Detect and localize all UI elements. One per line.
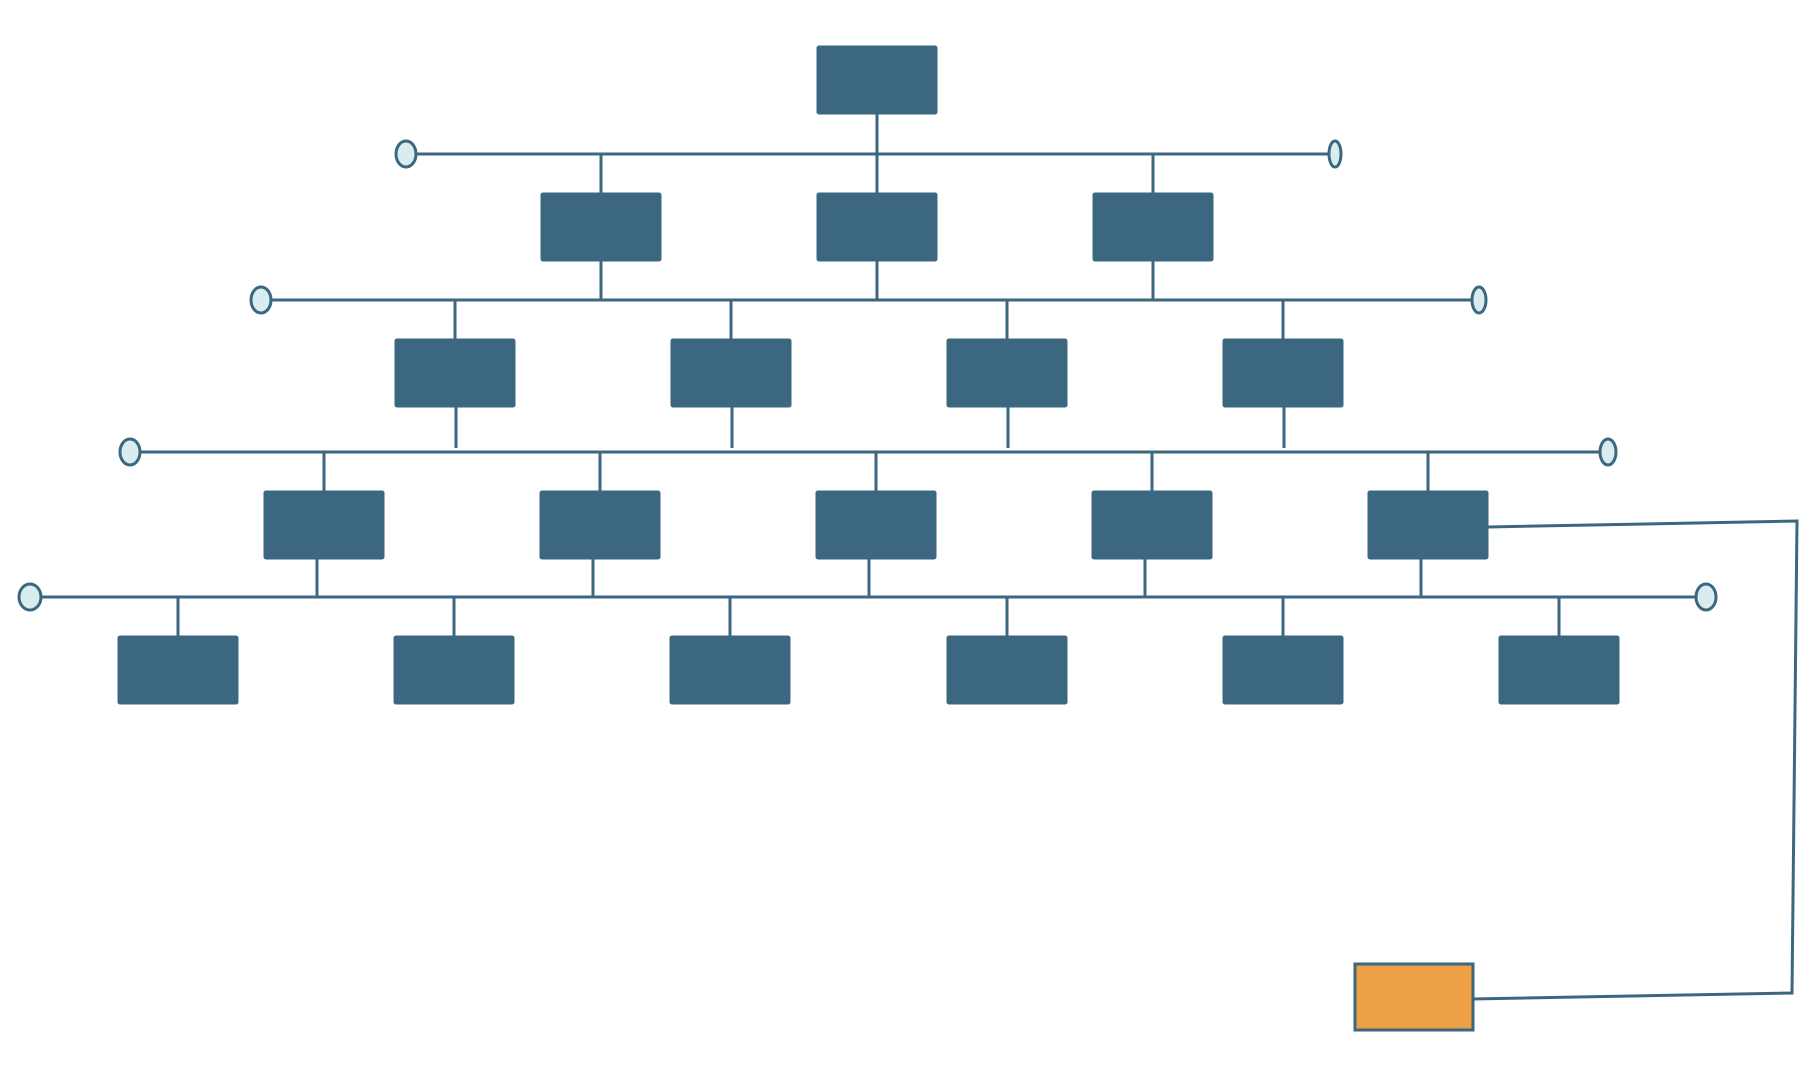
- node-level-5-2: [393, 635, 515, 705]
- node-level-5-6: [1498, 635, 1620, 705]
- node-level-3-2: [670, 338, 792, 408]
- node-level-5-4: [946, 635, 1068, 705]
- node-level-4-2: [539, 490, 661, 560]
- node-level-3-4: [1222, 338, 1344, 408]
- highlighted-node: [1353, 962, 1475, 1032]
- bus-endpoint-8: [1694, 582, 1718, 612]
- bus-endpoint-5: [118, 437, 142, 467]
- node-level-2-3: [1092, 192, 1214, 262]
- highlight-link-line: [1471, 519, 1799, 1001]
- node-level-3-1: [394, 338, 516, 408]
- node-level-5-3: [669, 635, 791, 705]
- node-level-2-2: [816, 192, 938, 262]
- node-level-1-1: [816, 45, 938, 115]
- node-level-4-5: [1367, 490, 1489, 560]
- node-level-4-3: [815, 490, 937, 560]
- node-level-3-3: [946, 338, 1068, 408]
- node-level-4-4: [1091, 490, 1213, 560]
- bus-endpoint-4: [1470, 285, 1488, 315]
- node-level-5-5: [1222, 635, 1344, 705]
- node-level-2-1: [540, 192, 662, 262]
- bus-endpoint-2: [1327, 139, 1343, 169]
- node-level-5-1: [117, 635, 239, 705]
- bus-endpoint-1: [394, 139, 418, 169]
- bus-endpoint-3: [249, 285, 273, 315]
- node-level-4-1: [263, 490, 385, 560]
- bus-endpoint-6: [1598, 437, 1618, 467]
- bus-endpoint-7: [17, 582, 43, 612]
